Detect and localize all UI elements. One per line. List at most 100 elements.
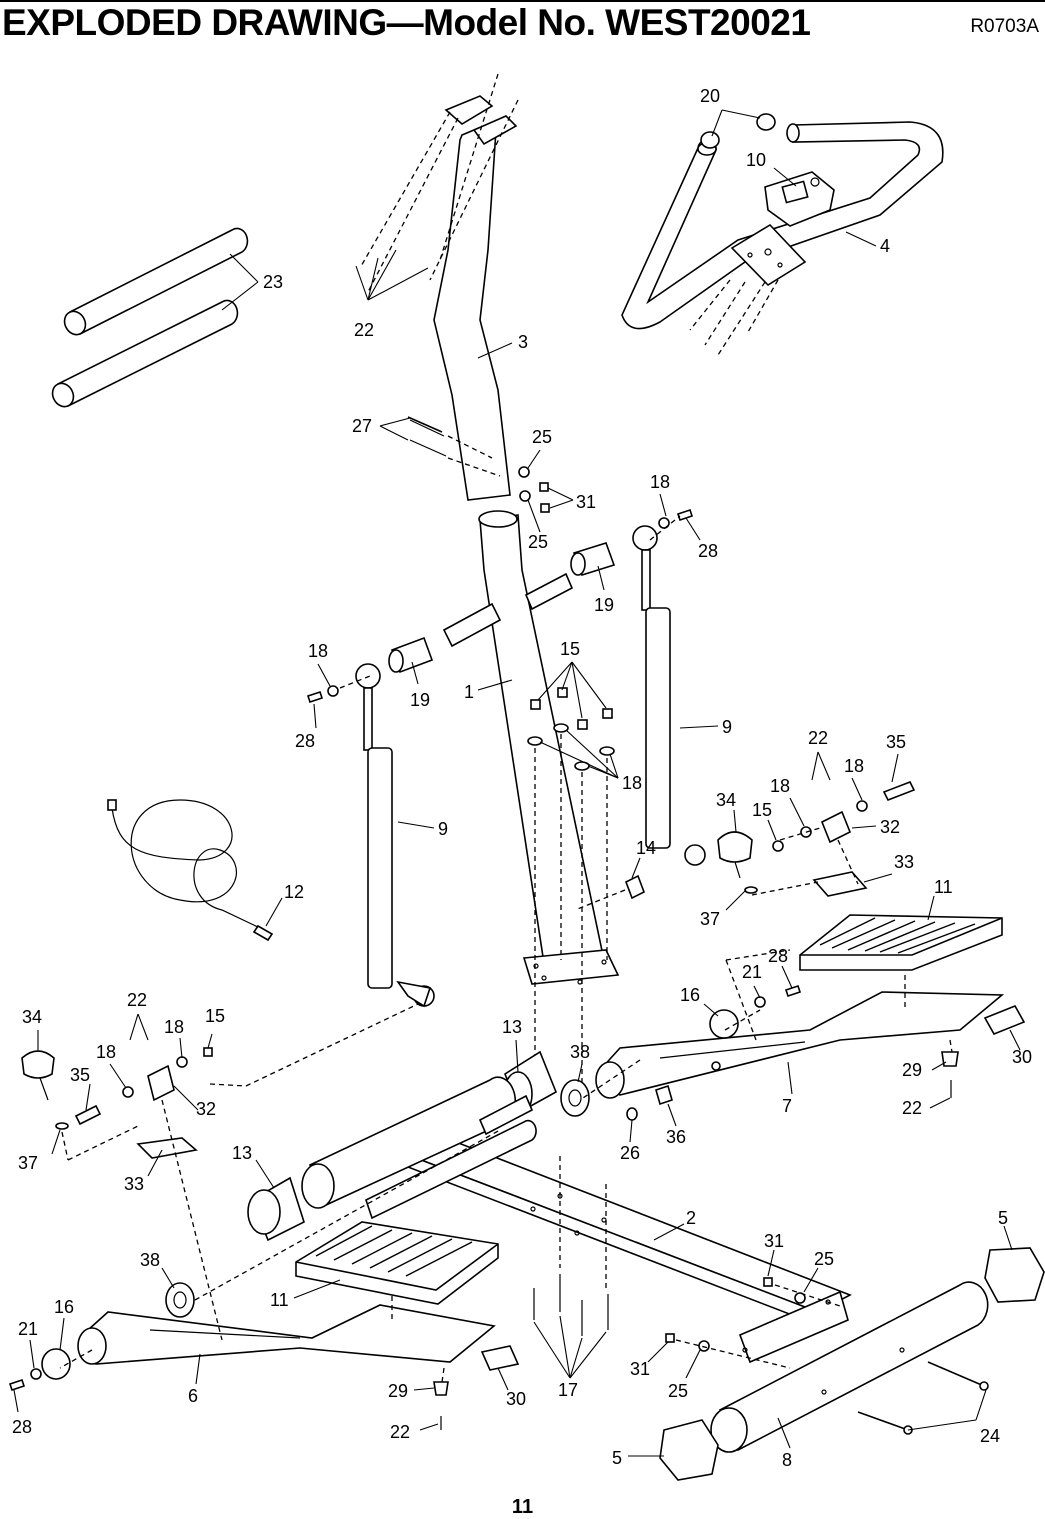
callout-18: 18 [844,756,864,776]
callout-23: 23 [263,272,283,292]
callout-11: 11 [934,877,953,897]
callout-38: 38 [140,1250,160,1270]
pedal-right [799,914,1003,971]
callout-30: 30 [1012,1047,1032,1067]
plug-14 [574,874,646,911]
base-frame [301,1076,852,1364]
callout-21: 21 [742,962,762,982]
callout-28: 28 [768,946,788,966]
bushing-13-left [247,1176,305,1242]
callout-31: 31 [630,1359,650,1379]
end-cap-5-right [984,1247,1045,1303]
callout-5: 5 [612,1448,622,1468]
callout-32: 32 [196,1099,216,1119]
callout-28: 28 [698,541,718,561]
callout-29: 29 [902,1060,922,1080]
callout-25: 25 [668,1381,688,1401]
callout-16: 16 [680,985,700,1005]
document-reference: R0703A [970,16,1039,37]
callout-19: 19 [410,690,430,710]
exploded-drawing: 20 10 4 23 22 3 27 25 31 25 18 28 19 18 … [8,73,1045,1481]
washers-nuts-upper [518,466,550,513]
bushing-38-right [560,1079,590,1117]
callout-31: 31 [576,492,596,512]
callout-4: 4 [880,236,890,256]
callout-20: 20 [700,86,720,106]
callout-22: 22 [354,320,374,340]
callout-32: 32 [880,817,900,837]
frame-post [442,510,620,985]
callout-21: 21 [18,1319,38,1339]
callout-6: 6 [188,1386,198,1406]
callout-26: 26 [620,1143,640,1163]
callout-34: 34 [22,1007,42,1027]
callout-18: 18 [308,641,328,661]
callout-13: 13 [232,1143,252,1163]
callout-29: 29 [388,1381,408,1401]
right-knob-assembly [717,780,916,897]
callout-24: 24 [980,1426,1000,1446]
callout-37: 37 [700,909,720,929]
callout-28: 28 [12,1417,32,1437]
callout-12: 12 [284,882,304,902]
center-fasteners [527,687,615,1092]
sensor-wire [107,799,274,942]
callout-16: 16 [54,1297,74,1317]
callout-18: 18 [770,776,790,796]
left-pedal-hardware [433,1345,520,1430]
pedal-arm-left [77,1304,496,1365]
callout-10: 10 [746,150,766,170]
callout-14: 14 [636,838,656,858]
end-cap-5-left [659,1419,719,1481]
callout-5: 5 [998,1208,1008,1228]
upright [359,73,519,501]
callout-18: 18 [650,472,670,492]
fasteners-31-25-right [665,1277,841,1369]
callout-25: 25 [528,532,548,552]
right-roller [709,984,802,1039]
callout-2: 2 [686,1208,696,1228]
callout-36: 36 [666,1127,686,1147]
end-caps [700,113,776,149]
callout-15: 15 [752,800,772,820]
callout-numbers: 20 10 4 23 22 3 27 25 31 25 18 28 19 18 … [12,86,1032,1470]
header-rule [0,0,1045,2]
bushings-19 [388,542,616,674]
callout-15: 15 [205,1006,225,1026]
leader-lines [13,109,1021,1457]
callout-9: 9 [438,819,448,839]
end-cap-30-right [983,1004,1026,1036]
callout-33: 33 [124,1174,144,1194]
callout-15: 15 [560,639,580,659]
callout-11: 11 [270,1290,289,1310]
callout-9: 9 [722,717,732,737]
shock-fasteners [306,508,694,704]
bushing-38-left [165,1282,195,1318]
stabilizer [710,1281,989,1453]
foot-29-right [941,1051,959,1098]
callout-18: 18 [164,1017,184,1037]
callout-18: 18 [622,773,642,793]
callout-22: 22 [808,728,828,748]
page-number: 11 [511,1496,534,1518]
shock-left [355,663,435,1008]
callout-19: 19 [594,595,614,615]
left-knob-assembly [21,1003,419,1341]
callout-31: 31 [764,1231,784,1251]
callout-38: 38 [570,1042,590,1062]
callout-17: 17 [558,1380,578,1400]
callout-8: 8 [782,1450,792,1470]
console [730,171,835,287]
callout-28: 28 [295,731,315,751]
callout-18: 18 [96,1042,116,1062]
callout-7: 7 [782,1096,792,1116]
callout-37: 37 [18,1153,38,1173]
pins-26-36 [626,1084,673,1121]
bolts-24 [857,1361,989,1435]
handlebar [621,121,944,356]
callout-35: 35 [70,1065,90,1085]
pedal-left [295,1221,499,1305]
pedal-arm-right [595,991,1005,1099]
page-title: EXPLODED DRAWING—Model No. WEST20021 [2,2,811,43]
bolts-17 [533,1156,609,1336]
